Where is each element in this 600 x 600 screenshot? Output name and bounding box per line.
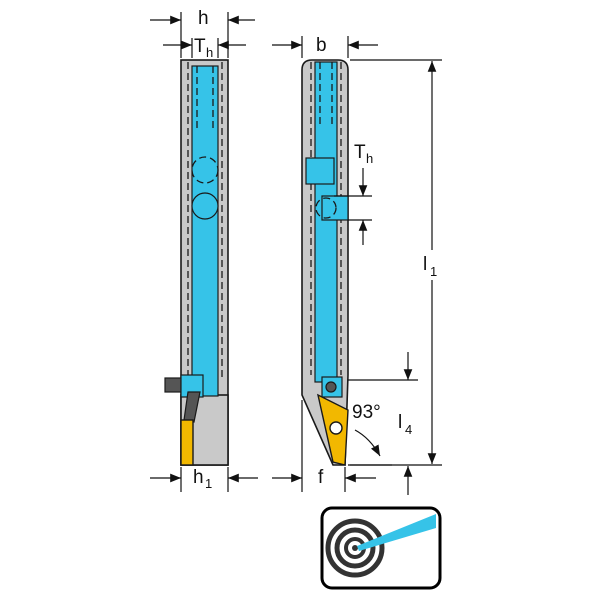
insert-front — [180, 419, 194, 466]
label-angle: 93° — [352, 402, 381, 423]
side-view — [301, 59, 349, 466]
label-th-side: T — [354, 142, 366, 163]
label-b: b — [316, 35, 327, 56]
dim-h1: h 1 — [150, 467, 258, 492]
hidden-bore — [191, 156, 219, 184]
front-view — [164, 59, 229, 466]
dim-l4: l 4 — [348, 352, 418, 495]
coolant-channel-front — [191, 65, 219, 397]
dim-h: h — [150, 8, 255, 58]
label-l1: l — [423, 254, 427, 275]
internal-coolant-target-icon — [320, 506, 442, 590]
svg-text:h: h — [206, 45, 213, 60]
svg-text:h: h — [366, 151, 373, 166]
dim-th-front: T h — [163, 36, 246, 60]
dim-angle: 93° — [348, 402, 392, 466]
clamp-screw — [164, 377, 182, 393]
label-h: h — [198, 8, 209, 29]
svg-text:1: 1 — [205, 476, 212, 491]
dim-b: b — [272, 35, 378, 58]
dim-f: f — [272, 400, 376, 492]
coolant-channel-side — [314, 61, 338, 383]
svg-text:1: 1 — [430, 264, 437, 279]
dim-th-side: T h — [334, 142, 373, 245]
coolant-port-side-1 — [305, 157, 335, 185]
coolant-port-side-2 — [321, 195, 349, 221]
label-th-front: T — [194, 36, 206, 57]
label-l4: l — [398, 412, 402, 433]
svg-text:4: 4 — [405, 422, 412, 437]
label-f: f — [318, 467, 324, 488]
coolant-port-front — [191, 192, 219, 220]
label-h1: h — [193, 467, 204, 488]
